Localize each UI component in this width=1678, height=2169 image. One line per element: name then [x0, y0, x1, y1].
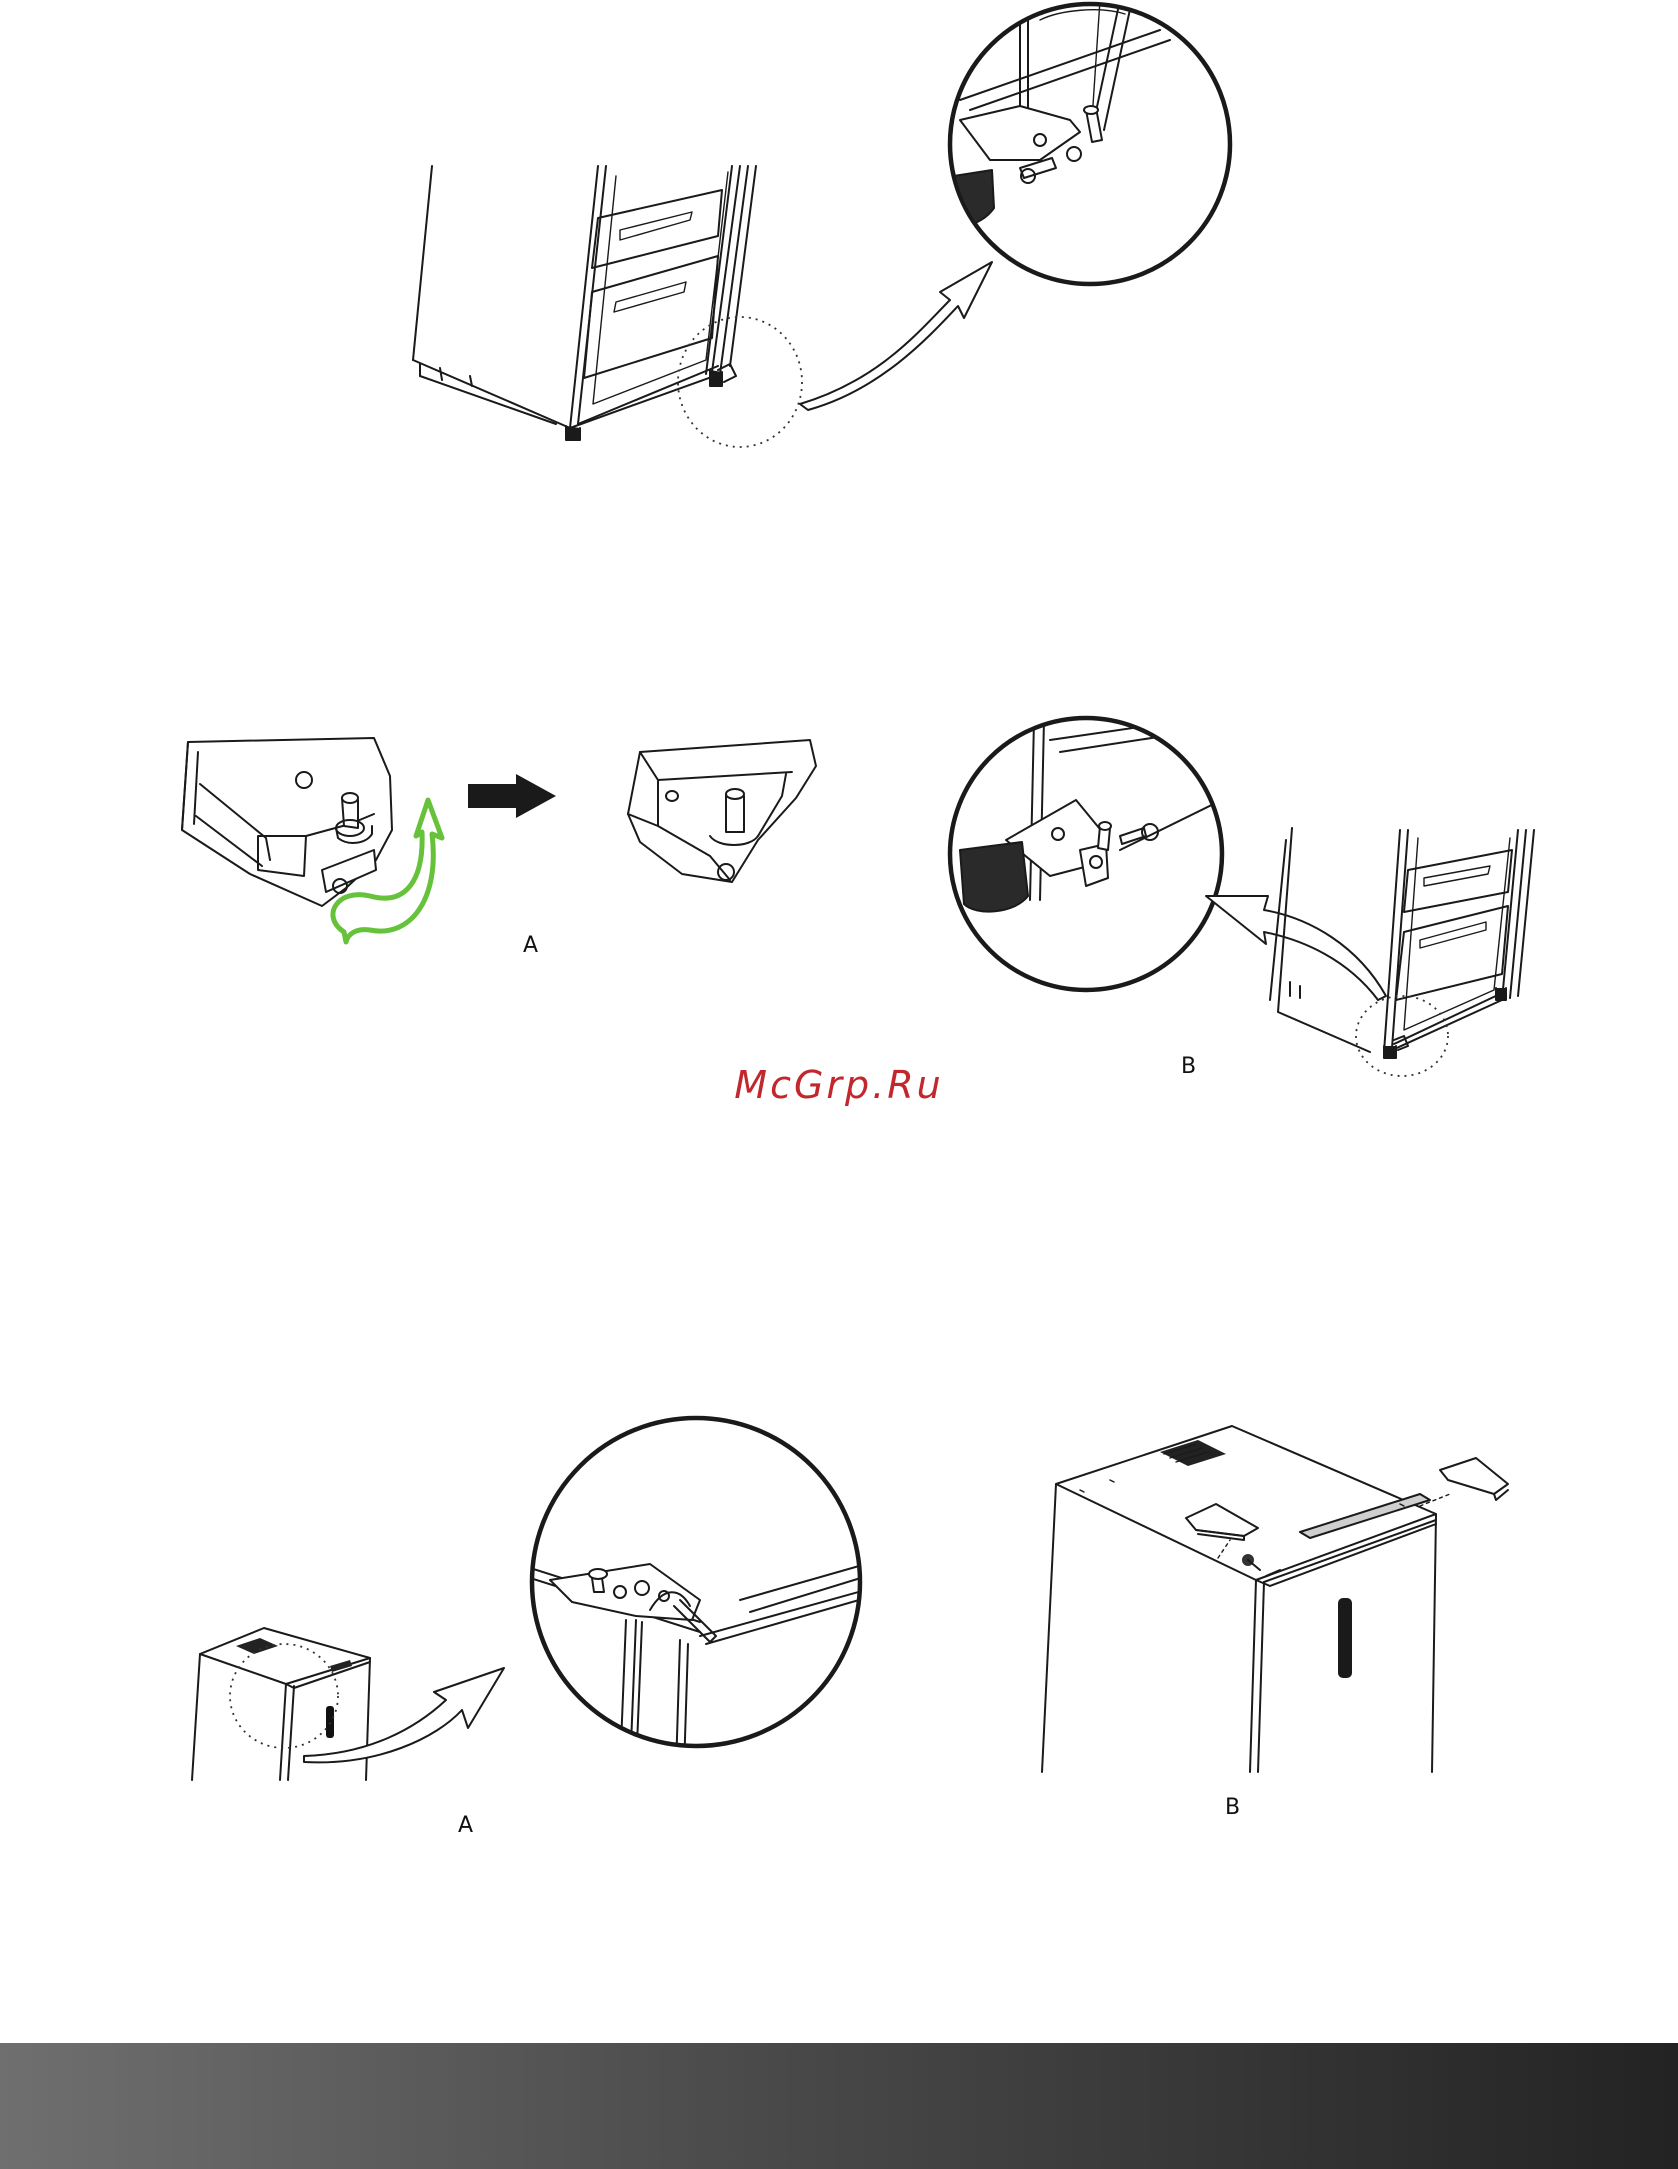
step3-fridge-top-b: [1042, 1426, 1508, 1772]
step2-pointer-arrow: [1206, 896, 1386, 1000]
step1-pointer-arrow: [800, 262, 992, 410]
hinge-cover-icon-2: [1440, 1458, 1508, 1494]
watermark-text: McGrp.Ru: [0, 1063, 1678, 1107]
footer-band: [0, 2043, 1678, 2169]
adjustable-foot-icon: [960, 842, 1028, 912]
step3-figure-b: [1020, 1410, 1540, 1790]
direction-arrow-icon: [468, 774, 556, 818]
step2-magnified-view: [950, 714, 1230, 990]
step3-label-b: B: [1225, 1795, 1240, 1820]
step3-label-a: A: [458, 1813, 473, 1838]
step1-figure: [380, 0, 1200, 470]
step2-figure-a: [170, 720, 850, 980]
step3-magnified-view: [480, 1418, 880, 1770]
step1-fridge-base: [413, 166, 756, 440]
step2-figure-b: [930, 700, 1550, 1080]
step2-label-a: A: [523, 933, 538, 958]
bottom-hinge-icon: [182, 738, 392, 906]
step1-magnified-view: [928, 0, 1230, 284]
bottom-hinge-after-icon: [628, 740, 816, 882]
step3-figure-a: [180, 1410, 880, 1790]
